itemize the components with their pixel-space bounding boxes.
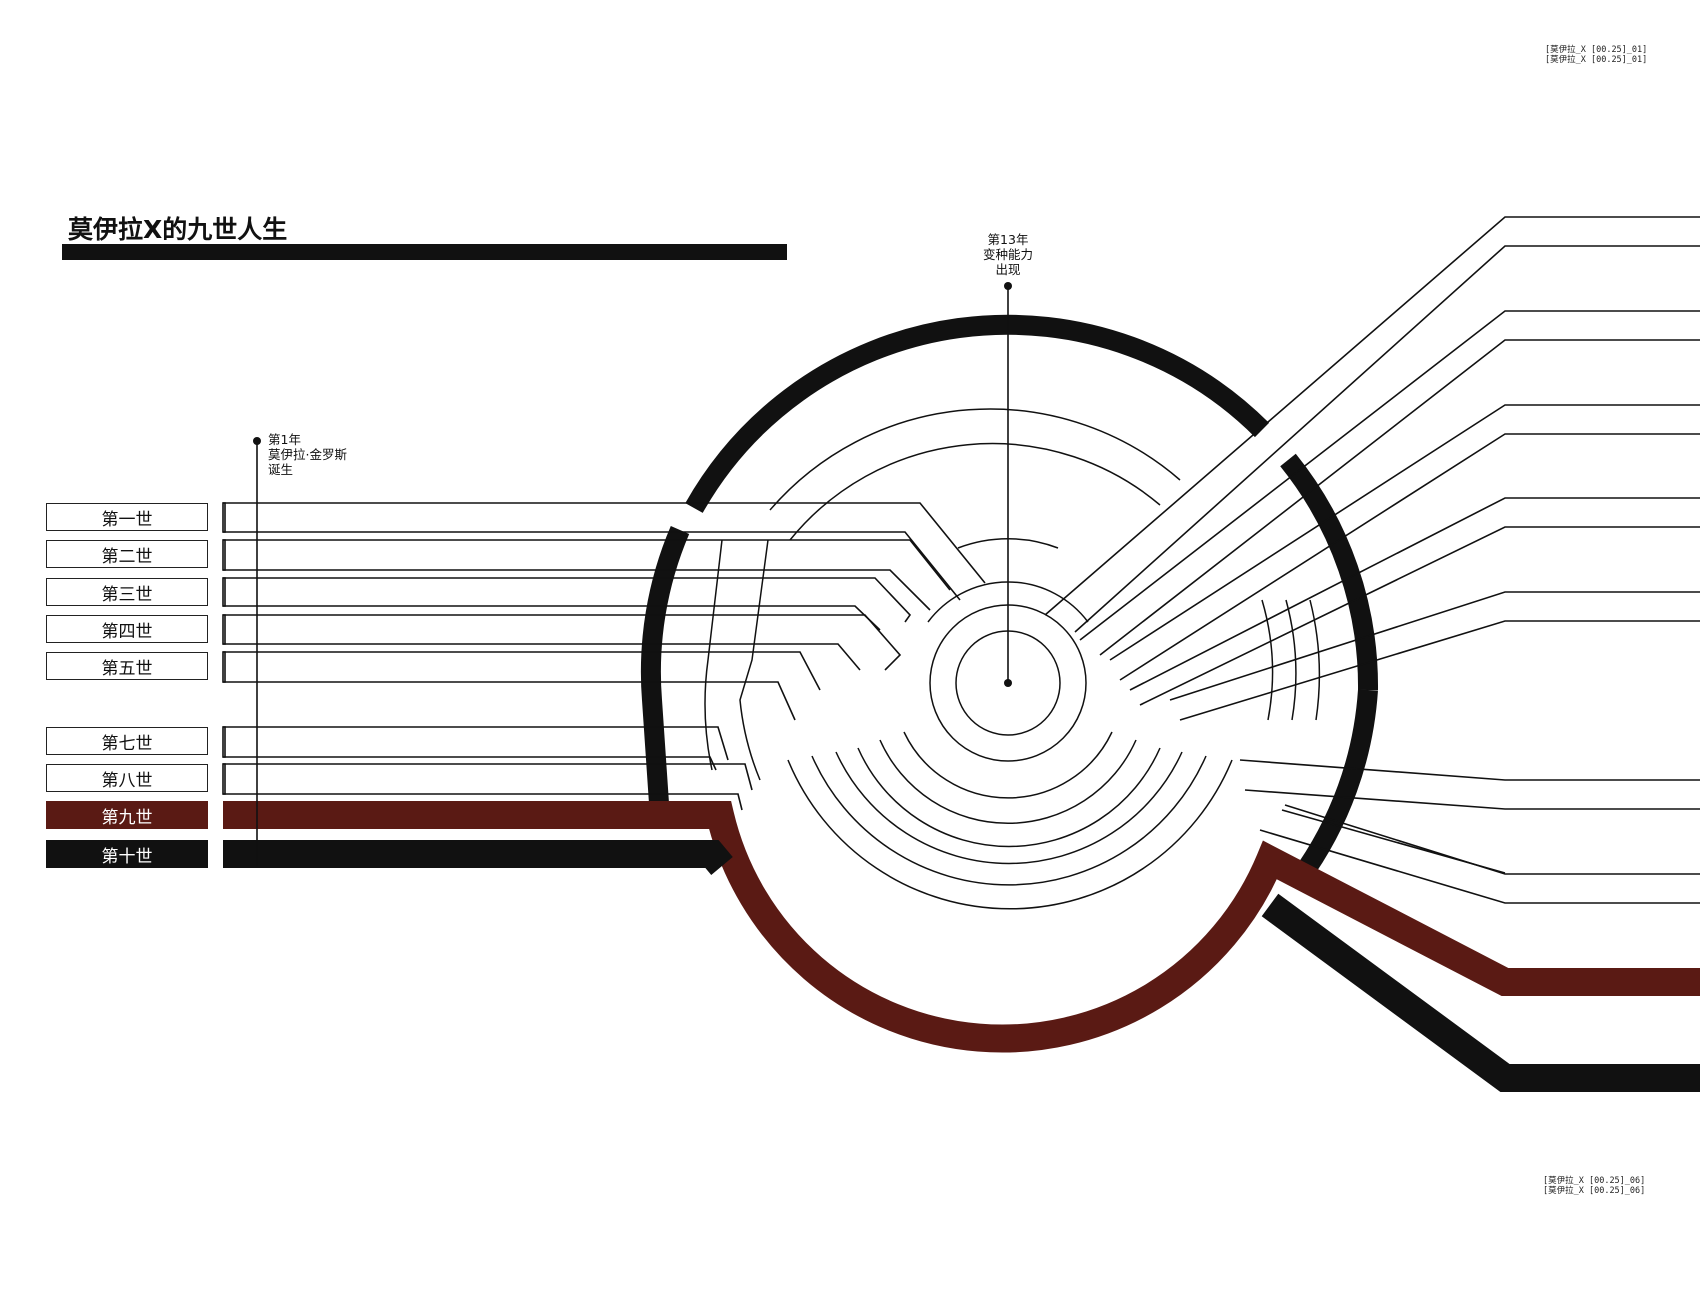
tenth-life-path: [223, 840, 1700, 1092]
mutant-ability: 变种能力: [982, 247, 1033, 262]
life-label-1: 第一世: [46, 503, 208, 531]
birth-annotation: 第1年 莫伊拉·金罗斯 诞生: [268, 432, 347, 477]
birth-event: 诞生: [268, 462, 294, 477]
outer-ring-arc-lower-right: [1291, 689, 1378, 884]
mutant-marker-center-dot: [1004, 679, 1012, 687]
mutant-year: 第13年: [987, 232, 1029, 247]
birth-year: 第1年: [268, 432, 301, 447]
life-label-3: 第三世: [46, 578, 208, 606]
outer-ring-arc-left: [640, 526, 690, 819]
mutant-marker-top-dot: [1004, 282, 1012, 290]
mutant-event: 出现: [995, 262, 1021, 277]
life-label-9: 第九世: [46, 801, 208, 829]
page-title: 莫伊拉X的九世人生: [68, 215, 288, 244]
corner-code-top: [莫伊拉_X [00.25]_01] [莫伊拉_X [00.25]_01]: [1545, 45, 1648, 65]
life-label-2: 第二世: [46, 540, 208, 568]
birth-name: 莫伊拉·金罗斯: [268, 447, 347, 462]
life-label-10: 第十世: [46, 840, 208, 868]
life-label-4: 第四世: [46, 615, 208, 643]
concentric-rings: [704, 408, 1321, 910]
right-bands: [1044, 216, 1700, 904]
left-bands: [223, 502, 986, 811]
band-starts: [222, 502, 226, 795]
outer-ring-arc-right: [1280, 453, 1379, 691]
life-label-5: 第五世: [46, 652, 208, 680]
outer-ring-arc: [685, 314, 1270, 513]
mutant-annotation: 第13年 变种能力 出现: [968, 232, 1048, 277]
title-underline-bar: [62, 244, 787, 260]
birth-marker-dot: [253, 437, 261, 445]
corner-code-bottom: [莫伊拉_X [00.25]_06] [莫伊拉_X [00.25]_06]: [1543, 1176, 1646, 1196]
ninth-life-path: [223, 801, 1700, 1053]
life-label-8: 第八世: [46, 764, 208, 792]
life-label-7: 第七世: [46, 727, 208, 755]
